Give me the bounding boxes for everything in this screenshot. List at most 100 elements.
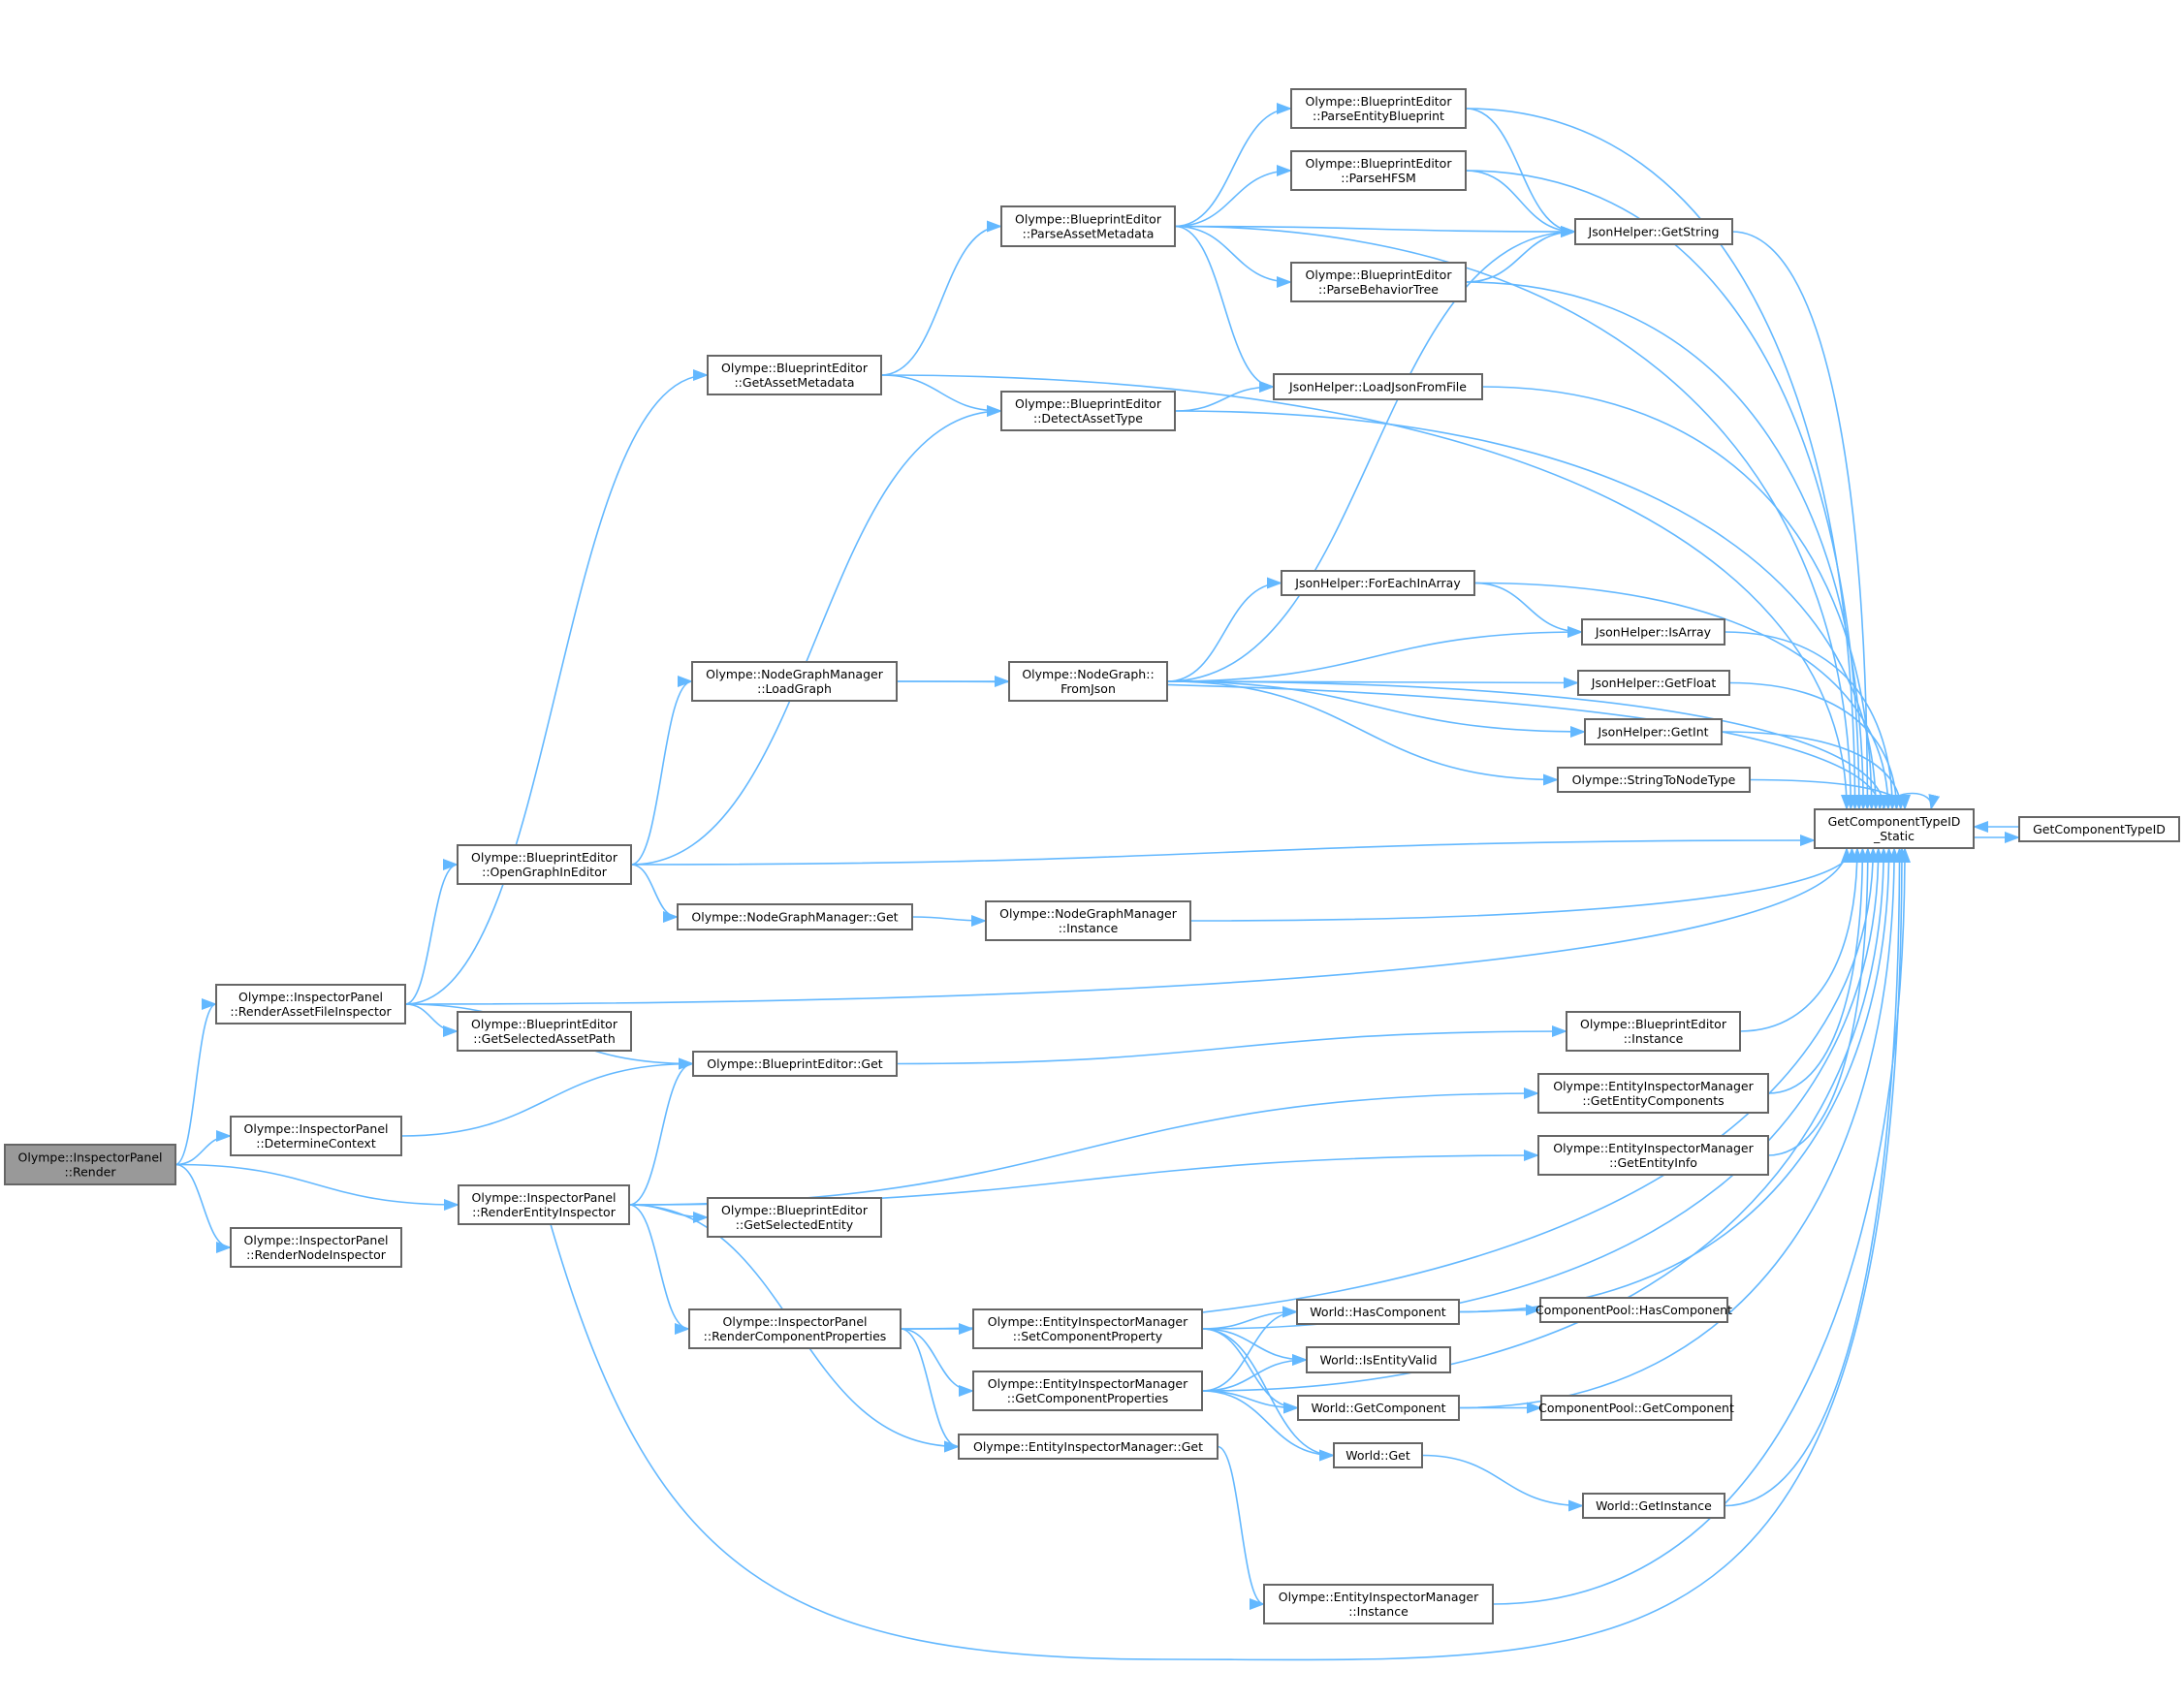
edge-detect-asset-type-to-load-json-from-file [1174,381,1275,412]
node-blueprint-editor-get[interactable]: Olympe::BlueprintEditor::Get [692,1051,898,1077]
node-determine-context[interactable]: Olympe::InspectorPanel::DetermineContext [230,1116,402,1156]
node-box [1537,1073,1769,1114]
node-label: Olympe::BlueprintEditor [1306,94,1453,109]
edge-is-array-to-get-component-type-id-static [1724,631,1899,810]
node-string-to-node-type[interactable]: Olympe::StringToNodeType [1557,767,1751,793]
node-label: Olympe::EntityInspectorManager [988,1376,1188,1391]
edge-parse-asset-metadata-to-parse-entity-blueprint [1174,103,1292,228]
node-box [1297,1395,1460,1421]
node-load-json-from-file[interactable]: JsonHelper::LoadJsonFromFile [1273,373,1483,400]
edge-render-to-render-asset-file-inspector [174,998,217,1166]
edge-load-json-from-file-to-get-component-type-id-static [1481,386,1878,810]
node-component-pool-get-component[interactable]: ComponentPool::GetComponent [1538,1395,1734,1421]
node-render[interactable]: Olympe::InspectorPanel::Render [4,1144,176,1185]
node-box [1290,262,1467,302]
node-box [1540,1395,1732,1421]
edge-parse-behavior-tree-to-get-string [1465,226,1576,283]
node-node-graph-manager-instance[interactable]: Olympe::NodeGraphManager::Instance [985,900,1191,941]
node-get-string[interactable]: JsonHelper::GetString [1574,218,1733,245]
node-node-graph-manager-get[interactable]: Olympe::NodeGraphManager::Get [677,903,913,930]
node-label: JsonHelper::IsArray [1595,625,1712,640]
node-get-entity-info[interactable]: Olympe::EntityInspectorManager::GetEntit… [1537,1135,1769,1176]
node-box [972,1308,1203,1349]
node-label: JsonHelper::GetString [1588,225,1720,239]
edge-from-json-to-for-each-in-array [1166,577,1282,682]
edge-from-json-to-string-to-node-type [1166,680,1559,786]
node-entity-inspector-manager-get[interactable]: Olympe::EntityInspectorManager::Get [958,1434,1219,1460]
node-get-selected-asset-path[interactable]: Olympe::BlueprintEditor::GetSelectedAsse… [457,1011,632,1052]
node-parse-hfsm[interactable]: Olympe::BlueprintEditor::ParseHFSM [1290,150,1467,191]
node-load-graph[interactable]: Olympe::NodeGraphManager::LoadGraph [691,661,898,702]
edge-open-graph-in-editor-to-node-graph-manager-get [630,864,679,923]
edge-open-graph-in-editor-to-load-graph [630,676,693,866]
node-box [691,661,898,702]
node-for-each-in-array[interactable]: JsonHelper::ForEachInArray [1281,570,1475,596]
node-get-float[interactable]: JsonHelper::GetFloat [1577,670,1730,696]
node-render-component-properties[interactable]: Olympe::InspectorPanel::RenderComponentP… [688,1308,902,1349]
node-world-has-component[interactable]: World::HasComponent [1296,1299,1460,1325]
edge-entity-inspector-manager-get-to-entity-inspector-manager-instance [1217,1445,1265,1610]
edge-render-to-determine-context [174,1130,232,1166]
node-get-entity-components[interactable]: Olympe::EntityInspectorManager::GetEntit… [1537,1073,1769,1114]
node-world-get[interactable]: World::Get [1333,1442,1423,1468]
node-label: Olympe::InspectorPanel [244,1233,389,1247]
node-blueprint-editor-instance[interactable]: Olympe::BlueprintEditor::Instance [1566,1011,1741,1052]
node-label: ::LoadGraph [757,681,832,696]
edge-from-json-to-is-array [1166,626,1583,682]
node-box [230,1227,402,1268]
node-box [2018,816,2180,842]
node-label: Olympe::BlueprintEditor [1015,212,1162,227]
node-box [972,1371,1203,1411]
node-box [688,1308,902,1349]
node-parse-entity-blueprint[interactable]: Olympe::BlueprintEditor::ParseEntityBlue… [1290,88,1467,129]
node-label: ::GetSelectedEntity [736,1217,854,1232]
node-detect-asset-type[interactable]: Olympe::BlueprintEditor::DetectAssetType [1000,391,1176,431]
node-get-component-properties[interactable]: Olympe::EntityInspectorManager::GetCompo… [972,1371,1203,1411]
edge-for-each-in-array-to-is-array [1473,582,1583,638]
node-box [707,1197,882,1238]
node-world-get-component[interactable]: World::GetComponent [1297,1395,1460,1421]
edge-get-component-properties-to-world-get [1201,1390,1335,1462]
node-box [4,1144,176,1185]
edge-from-json-to-get-component-type-id-static [1166,680,1890,810]
node-set-component-property[interactable]: Olympe::EntityInspectorManager::SetCompo… [972,1308,1203,1349]
node-world-is-entity-valid[interactable]: World::IsEntityValid [1306,1346,1451,1373]
node-label: Olympe::InspectorPanel [472,1190,617,1205]
node-label: Olympe::BlueprintEditor [721,1203,869,1217]
node-render-asset-file-inspector[interactable]: Olympe::InspectorPanel::RenderAssetFileI… [215,984,406,1024]
node-label: Olympe::InspectorPanel [18,1150,163,1165]
node-world-get-instance[interactable]: World::GetInstance [1582,1493,1725,1519]
node-component-pool-has-component[interactable]: ComponentPool::HasComponent [1535,1297,1732,1323]
node-open-graph-in-editor[interactable]: Olympe::BlueprintEditor::OpenGraphInEdit… [457,844,632,885]
node-get-selected-entity[interactable]: Olympe::BlueprintEditor::GetSelectedEnti… [707,1197,882,1238]
node-parse-asset-metadata[interactable]: Olympe::BlueprintEditor::ParseAssetMetad… [1000,205,1176,247]
node-label: JsonHelper::GetFloat [1591,676,1717,690]
node-parse-behavior-tree[interactable]: Olympe::BlueprintEditor::ParseBehaviorTr… [1290,262,1467,302]
node-label: ::DetectAssetType [1033,411,1143,426]
node-render-node-inspector[interactable]: Olympe::InspectorPanel::RenderNodeInspec… [230,1227,402,1268]
node-label: _Static [1873,829,1915,843]
node-label: Olympe::BlueprintEditor [1015,396,1162,411]
node-label: ::GetSelectedAssetPath [473,1031,616,1046]
node-get-asset-metadata[interactable]: Olympe::BlueprintEditor::GetAssetMetadat… [707,355,882,395]
node-label: Olympe::InspectorPanel [723,1314,868,1329]
node-label: ::RenderComponentProperties [704,1329,887,1343]
node-box [707,355,882,395]
node-is-array[interactable]: JsonHelper::IsArray [1581,618,1725,646]
edge-render-entity-inspector-to-get-component-type-id-static [550,847,1908,1661]
node-label: Olympe::EntityInspectorManager [1553,1141,1754,1155]
node-entity-inspector-manager-instance[interactable]: Olympe::EntityInspectorManager::Instance [1263,1584,1494,1624]
node-box [1574,218,1733,245]
node-label: ::GetComponentProperties [1007,1391,1168,1405]
node-render-entity-inspector[interactable]: Olympe::InspectorPanel::RenderEntityInsp… [458,1184,630,1225]
edge-get-int-to-get-component-type-id-static [1721,731,1907,810]
edge-open-graph-in-editor-to-get-component-type-id-static [630,835,1816,866]
node-get-int[interactable]: JsonHelper::GetInt [1584,718,1723,745]
node-label: ::Instance [1059,921,1119,935]
node-get-component-type-id-static[interactable]: GetComponentTypeID_Static [1814,808,1975,849]
node-label: JsonHelper::LoadJsonFromFile [1288,380,1467,394]
node-box [1290,150,1467,191]
node-from-json[interactable]: Olympe::NodeGraph::FromJson [1008,661,1168,702]
node-get-component-type-id[interactable]: GetComponentTypeID [2018,816,2180,842]
